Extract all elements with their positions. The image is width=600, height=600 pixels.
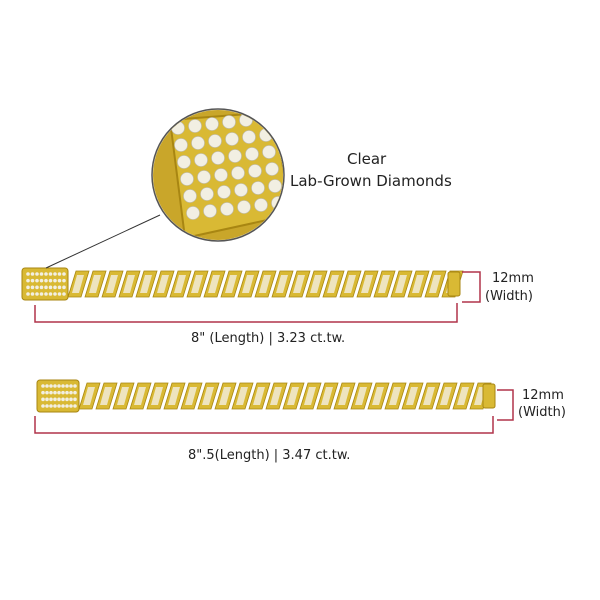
chain-link xyxy=(288,270,311,298)
diamond xyxy=(225,132,239,146)
chain-link xyxy=(424,270,447,298)
diamond xyxy=(208,134,222,148)
diamond xyxy=(237,200,251,214)
chain-link xyxy=(452,382,475,410)
chain-link xyxy=(390,270,413,298)
chain-link xyxy=(350,382,373,410)
diamond xyxy=(220,202,234,216)
width-label-1: (Width) xyxy=(485,289,533,304)
chain-link xyxy=(118,270,141,298)
diamond xyxy=(245,147,259,161)
chain-link xyxy=(435,382,458,410)
chain-link xyxy=(112,382,135,410)
chain-link xyxy=(316,382,339,410)
diamond xyxy=(191,136,205,150)
chain-link xyxy=(356,270,379,298)
chain-link xyxy=(305,270,328,298)
end-clasp xyxy=(447,271,461,297)
diamond xyxy=(180,172,194,186)
diamond xyxy=(234,183,248,197)
chain-link xyxy=(339,270,362,298)
diamond xyxy=(186,206,200,220)
length-line-2 xyxy=(34,416,494,434)
chain-link xyxy=(135,270,158,298)
chain-link xyxy=(373,270,396,298)
diamond xyxy=(222,115,236,129)
chain-link xyxy=(78,382,101,410)
width-value-1: 12mm xyxy=(492,271,534,286)
diamond xyxy=(214,168,228,182)
chain-link xyxy=(418,382,441,410)
chain-link xyxy=(254,270,277,298)
diamond xyxy=(251,181,265,195)
chain-link xyxy=(333,382,356,410)
chain-link xyxy=(322,270,345,298)
chain-link xyxy=(407,270,430,298)
clasp xyxy=(21,267,69,301)
callout-text-lab-grown: Lab-Grown Diamonds xyxy=(290,172,452,190)
length-line-1 xyxy=(34,303,458,323)
chain-link xyxy=(146,382,169,410)
chain-link xyxy=(384,382,407,410)
diamond xyxy=(177,155,191,169)
chain-link xyxy=(169,270,192,298)
chain-link xyxy=(271,270,294,298)
width-bracket-1 xyxy=(462,271,481,303)
chain-link xyxy=(401,382,424,410)
chain-link xyxy=(248,382,271,410)
measure-lines xyxy=(34,271,514,434)
diamond xyxy=(203,204,217,218)
chain-link xyxy=(163,382,186,410)
diamond xyxy=(183,189,197,203)
chain-link xyxy=(237,270,260,298)
chain-link xyxy=(152,270,175,298)
chain-link xyxy=(67,270,90,298)
diamond xyxy=(197,170,211,184)
length-text-1: 8" (Length) | 3.23 ct.tw. xyxy=(191,331,346,346)
diamond xyxy=(228,149,242,163)
length-text-2: 8".5(Length) | 3.47 ct.tw. xyxy=(188,448,351,463)
chain-link xyxy=(197,382,220,410)
diamond xyxy=(254,198,268,212)
chain-link xyxy=(129,382,152,410)
chain-link xyxy=(95,382,118,410)
chain-link xyxy=(84,270,107,298)
chain-link xyxy=(214,382,237,410)
callout-text-clear: Clear xyxy=(347,150,387,168)
clasp xyxy=(36,379,80,413)
diamond xyxy=(174,138,188,152)
chain-link xyxy=(220,270,243,298)
width-value-2: 12mm xyxy=(522,388,564,403)
diamond xyxy=(231,166,245,180)
diamond xyxy=(205,117,219,131)
diamond xyxy=(188,119,202,133)
chain-link xyxy=(101,270,124,298)
chain-link xyxy=(231,382,254,410)
diamond xyxy=(200,187,214,201)
diamond xyxy=(211,151,225,165)
diamond xyxy=(262,145,276,159)
chain-link xyxy=(282,382,305,410)
diamond xyxy=(248,164,262,178)
chain-link xyxy=(186,270,209,298)
end-clasp xyxy=(482,383,496,409)
magnified-clasp xyxy=(151,108,285,242)
width-label-2: (Width) xyxy=(518,405,566,420)
diamond xyxy=(268,179,282,193)
width-bracket-2 xyxy=(497,389,514,421)
chain-link xyxy=(180,382,203,410)
diamond xyxy=(265,162,279,176)
chain-link xyxy=(299,382,322,410)
callout-pointer-line xyxy=(45,214,161,269)
bracelet-8-5in xyxy=(36,379,496,413)
diamond xyxy=(217,185,231,199)
diamond xyxy=(194,153,208,167)
chain-link xyxy=(367,382,390,410)
chain-link xyxy=(203,270,226,298)
chain-link xyxy=(265,382,288,410)
bracelet-8in xyxy=(21,267,464,301)
diamond xyxy=(242,130,256,144)
